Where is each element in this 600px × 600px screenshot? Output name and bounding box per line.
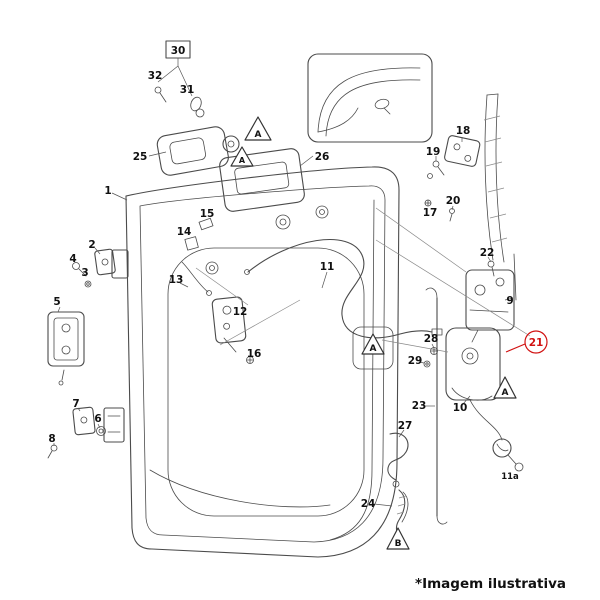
callout-3: 3	[81, 267, 88, 279]
warning-triangle-a-4: A	[493, 376, 517, 399]
callout-20: 20	[446, 195, 461, 207]
illustrative-caption: *Imagem ilustrativa	[415, 576, 566, 592]
callout-4: 4	[69, 253, 76, 265]
leader-lines	[53, 137, 514, 507]
upper-right-hardware-sketch	[424, 135, 495, 277]
callout-6: 6	[94, 413, 101, 425]
callout-5: 5	[53, 296, 60, 308]
callout-8: 8	[48, 433, 55, 445]
callout-16: 16	[247, 348, 262, 360]
warning-letter: A	[502, 388, 509, 398]
callout-13: 13	[169, 274, 184, 286]
pillar-sketch	[483, 93, 508, 263]
lock-rod-sketch	[425, 287, 448, 525]
callout-32: 32	[148, 70, 163, 82]
callout-31: 31	[180, 84, 195, 96]
warning-letter: A	[255, 130, 262, 140]
highlighted-callout-21: 21	[505, 330, 548, 354]
callout-10: 10	[453, 402, 468, 414]
callout-19: 19	[426, 146, 441, 158]
callout-30: 30	[171, 45, 186, 57]
warning-triangle-a-2: A	[230, 146, 254, 167]
warning-triangle-b: B	[386, 527, 410, 550]
callout-1: 1	[104, 185, 111, 197]
callout-28: 28	[424, 333, 439, 345]
latch-assembly-sketch	[375, 207, 531, 441]
callout-15: 15	[200, 208, 215, 220]
callout-21: 21	[529, 337, 544, 349]
callout-26: 26	[315, 151, 330, 163]
callout-27: 27	[398, 420, 413, 432]
callout-11a: 11a	[501, 472, 519, 482]
trim-bezel-sketch	[219, 148, 305, 212]
callout-7: 7	[72, 398, 79, 410]
door-panel-sketch	[125, 166, 400, 558]
callout-24: 24	[361, 498, 376, 510]
callout-25: 25	[133, 151, 148, 163]
callout-2: 2	[88, 239, 95, 251]
callout-23: 23	[412, 400, 427, 412]
callout-18: 18	[456, 125, 471, 137]
callout-22: 22	[480, 247, 495, 259]
middle-hardware-sketch	[181, 217, 301, 364]
warning-letter: A	[239, 156, 246, 165]
warning-letter: B	[395, 539, 402, 549]
callout-11: 11	[320, 261, 335, 273]
door-handle-sketch	[154, 40, 240, 176]
warning-triangle-a-3: A	[361, 333, 385, 355]
inset-detail-box	[307, 53, 433, 143]
lock-cylinder-sketch	[492, 438, 524, 472]
warning-letter: A	[370, 344, 377, 354]
levers-sketch	[387, 432, 409, 541]
callout-12: 12	[233, 306, 248, 318]
callout-labels: 30 32 31 25 26 1 2 4 3 15 14 13 11 5 12 …	[48, 45, 519, 510]
warning-triangle-a-1: A	[244, 116, 272, 141]
left-hardware-sketch	[47, 248, 129, 459]
release-cable-sketch	[244, 238, 443, 339]
callout-14: 14	[177, 226, 192, 238]
callout-29: 29	[408, 355, 423, 367]
callout-17: 17	[423, 207, 438, 219]
bolt-washer-sketch	[423, 347, 438, 368]
callout-9: 9	[506, 295, 513, 307]
